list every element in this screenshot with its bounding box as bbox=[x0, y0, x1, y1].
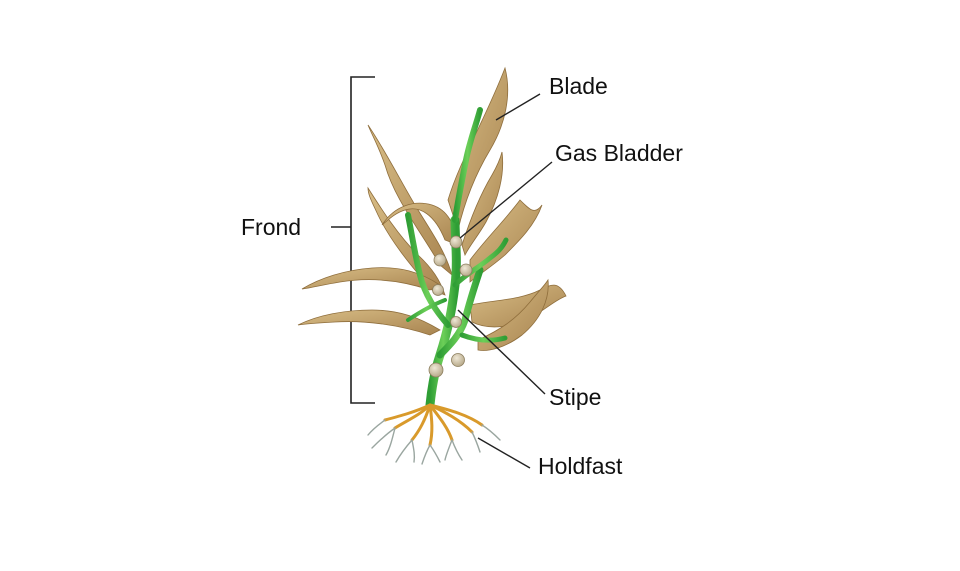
stipe-leader bbox=[457, 309, 546, 395]
leader-lines bbox=[457, 93, 553, 469]
holdfast-leader bbox=[477, 437, 531, 469]
holdfast bbox=[367, 403, 501, 465]
gas-bladder bbox=[432, 284, 444, 296]
right-secondary-blade bbox=[477, 278, 549, 351]
upper-right-small-blade bbox=[461, 151, 504, 257]
stipes bbox=[405, 107, 509, 410]
gas-bladder bbox=[450, 316, 462, 328]
blade-leader bbox=[495, 93, 541, 121]
left-long-blade bbox=[301, 267, 441, 291]
gas-bladder-leader bbox=[459, 161, 553, 239]
blade-label: Blade bbox=[549, 73, 608, 99]
stipe-label: Stipe bbox=[549, 384, 602, 410]
left-tall-blade bbox=[367, 124, 453, 277]
frond-bracket bbox=[331, 76, 375, 404]
holdfast-label: Holdfast bbox=[538, 453, 623, 479]
gas-bladder bbox=[433, 253, 447, 267]
gas-bladder bbox=[459, 263, 473, 277]
frond-label: Frond bbox=[241, 214, 302, 240]
gas-bladder bbox=[428, 362, 444, 378]
center-left-blade bbox=[381, 202, 459, 246]
left-lower-blade bbox=[297, 309, 441, 336]
gas-bladder bbox=[449, 235, 463, 249]
gas-bladder-label: Gas Bladder bbox=[555, 140, 683, 166]
left-second-blade bbox=[367, 186, 446, 296]
gas-bladder bbox=[451, 353, 465, 367]
gas-bladders bbox=[428, 235, 473, 378]
